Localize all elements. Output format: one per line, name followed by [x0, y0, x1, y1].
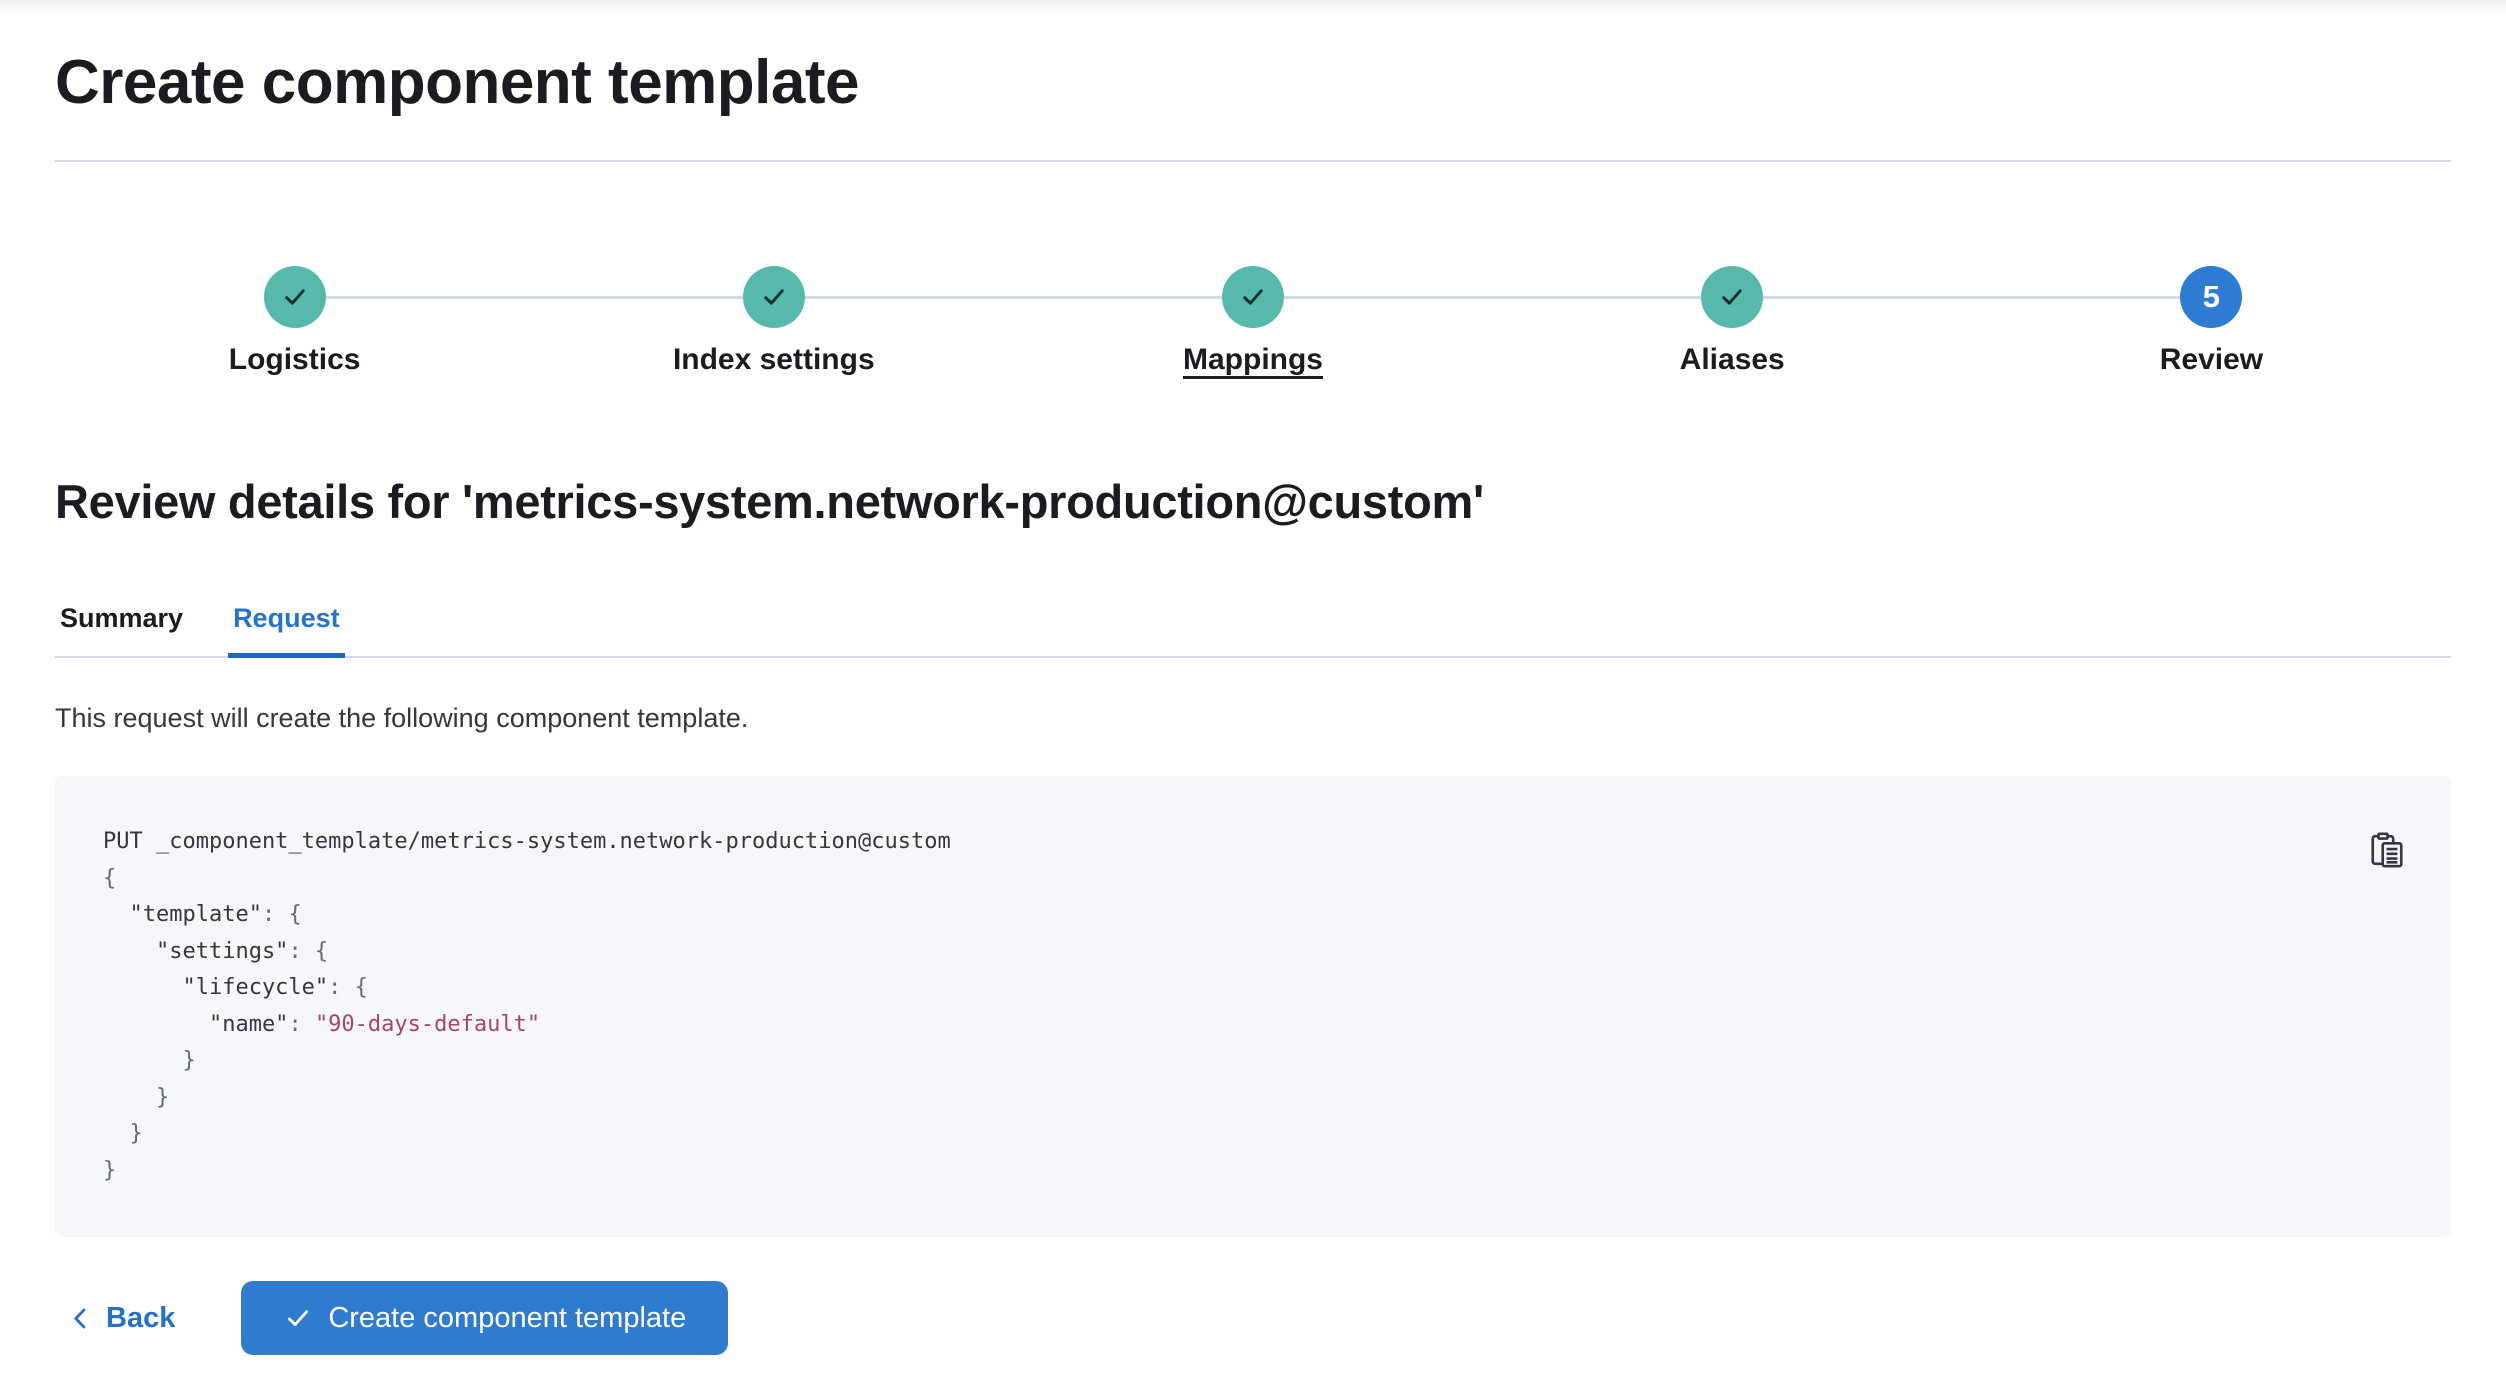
- create-component-template-page: Create component template Logistics Inde…: [0, 46, 2506, 1355]
- code-text: }: [103, 1121, 143, 1146]
- code-line: }: [103, 1080, 2331, 1117]
- wizard-stepper: Logistics Index settings Mappings: [55, 266, 2451, 378]
- code-line: "name": "90-days-default": [103, 1007, 2331, 1044]
- chevron-left-icon: [67, 1305, 94, 1332]
- back-button[interactable]: Back: [55, 1302, 175, 1335]
- code-text: }: [103, 1157, 117, 1183]
- step-review: 5 Review: [1972, 266, 2451, 378]
- code-text: {: [103, 865, 117, 891]
- code-text: : {: [288, 938, 329, 964]
- code-line: "settings": {: [103, 934, 2331, 971]
- step-aliases-circle: [1701, 266, 1764, 328]
- step-index-settings[interactable]: Index settings: [534, 266, 1013, 378]
- footer-actions: Back Create component template: [55, 1281, 2451, 1355]
- check-icon: [1238, 282, 1268, 312]
- review-tabs: Summary Request: [55, 602, 2451, 658]
- back-button-label: Back: [106, 1301, 176, 1334]
- code-line: "lifecycle": {: [103, 970, 2331, 1007]
- review-details-heading: Review details for 'metrics-system.netwo…: [55, 475, 1484, 528]
- code-text: "lifecycle": [103, 975, 329, 1000]
- step-index-settings-label: Index settings: [672, 343, 875, 376]
- request-description: This request will create the following c…: [55, 703, 749, 733]
- step-mappings-label: Mappings: [1183, 343, 1323, 376]
- code-text: "settings": [103, 938, 289, 964]
- step-aliases-label: Aliases: [1679, 343, 1785, 376]
- check-icon: [1717, 282, 1747, 312]
- code-text: "template": [103, 902, 262, 927]
- code-line: PUT _component_template/metrics-system.n…: [103, 824, 2331, 861]
- step-mappings[interactable]: Mappings: [1013, 266, 1492, 378]
- step-review-number: 5: [2202, 279, 2221, 314]
- request-code-block: PUT _component_template/metrics-system.n…: [55, 776, 2451, 1237]
- step-index-settings-circle: [742, 266, 805, 328]
- step-logistics-label: Logistics: [228, 343, 361, 376]
- step-aliases[interactable]: Aliases: [1493, 266, 1972, 378]
- step-logistics[interactable]: Logistics: [55, 266, 534, 378]
- code-text: : {: [328, 975, 368, 1000]
- step-review-circle: 5: [2180, 266, 2243, 328]
- step-logistics-circle: [263, 266, 326, 328]
- step-review-label: Review: [2159, 343, 2264, 376]
- copy-to-clipboard-button[interactable]: [2367, 830, 2407, 870]
- code-text: }: [103, 1084, 170, 1110]
- code-text: }: [103, 1048, 196, 1073]
- copy-clipboard-icon: [2368, 831, 2406, 869]
- tab-request[interactable]: Request: [228, 602, 345, 658]
- title-divider: [55, 160, 2451, 162]
- create-button-label: Create component template: [328, 1301, 687, 1334]
- create-component-template-button[interactable]: Create component template: [241, 1281, 729, 1355]
- page-title: Create component template: [55, 48, 860, 117]
- code-line: "template": {: [103, 897, 2331, 934]
- check-icon: [283, 1303, 313, 1333]
- step-mappings-circle: [1222, 266, 1284, 328]
- code-text: "name": [103, 1011, 289, 1037]
- code-line: }: [103, 1153, 2331, 1190]
- check-icon: [759, 282, 789, 312]
- code-text: : {: [261, 902, 302, 927]
- code-line: }: [103, 1043, 2331, 1080]
- code-line: {: [103, 861, 2331, 898]
- code-string-value: "90-days-default": [314, 1011, 541, 1037]
- window-top-edge: [0, 0, 2506, 14]
- check-icon: [280, 282, 310, 312]
- code-text: :: [288, 1011, 315, 1037]
- code-line: }: [103, 1116, 2331, 1153]
- code-text: PUT _component_template/metrics-system.n…: [103, 829, 951, 854]
- tab-summary[interactable]: Summary: [60, 603, 184, 633]
